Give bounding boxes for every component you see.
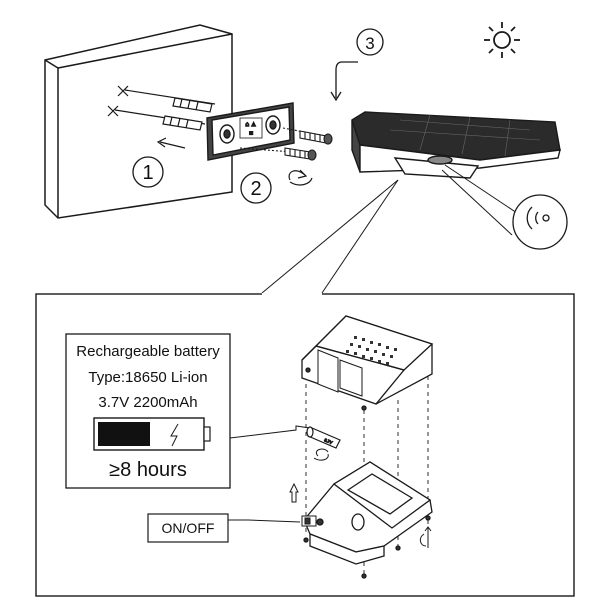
- step1-number: 1: [142, 162, 153, 184]
- step3-number: 3: [365, 34, 374, 53]
- battery-title: Rechargeable battery: [76, 343, 220, 360]
- battery-leader: [229, 425, 311, 439]
- step3-marker: 3: [356, 28, 384, 56]
- battery-info-panel: Rechargeable battery Type:18650 Li-ion 3…: [65, 333, 231, 489]
- step1-arrow: [156, 137, 186, 149]
- wall-plug-bottom: [162, 115, 203, 131]
- zoom-lines: [261, 179, 399, 294]
- switch-leader: [228, 519, 301, 523]
- switch-label-box: ON/OFF: [147, 513, 229, 543]
- svg-text:3.7V: 3.7V: [324, 437, 334, 445]
- wall-plug-top: [172, 97, 213, 113]
- wall-anchors: [107, 85, 216, 131]
- screw-bottom: [239, 147, 317, 161]
- up-arrow-icon: [289, 482, 299, 503]
- screw-top: [282, 127, 333, 145]
- wall: [44, 24, 233, 219]
- battery-level-icon: [93, 417, 211, 451]
- battery-voltage: 3.7V 2200mAh: [98, 394, 197, 411]
- battery-rotate-icon: [313, 448, 329, 461]
- light-housing-open: [301, 315, 434, 411]
- switch-label: ON/OFF: [162, 520, 215, 536]
- led-grid: [346, 336, 397, 365]
- battery-type: Type:18650 Li-ion: [88, 369, 207, 386]
- step2-marker: 2: [240, 172, 272, 204]
- step2-number: 2: [250, 178, 261, 200]
- step1-marker: 1: [132, 156, 164, 188]
- mounting-bracket: ⌂ ▲ ≡: [206, 102, 295, 161]
- step2-rotate-arrow: [288, 169, 313, 186]
- power-switch: [301, 515, 317, 527]
- svg-text:≡: ≡: [249, 131, 253, 137]
- sun-icon: [484, 22, 520, 58]
- solar-light-unit: [351, 111, 561, 179]
- battery-runtime: ≥8 hours: [109, 459, 187, 481]
- base-bracket: [303, 461, 433, 579]
- battery-cell: 3.7V: [306, 426, 341, 449]
- screw-rotate-icon: [419, 526, 432, 548]
- sensor-callout: [441, 164, 521, 236]
- motion-sensor-icon: [512, 194, 568, 250]
- charging-bolt-icon: [170, 423, 179, 447]
- svg-text:⌂ ▲: ⌂ ▲: [245, 122, 256, 128]
- step3-arrow: [330, 61, 358, 102]
